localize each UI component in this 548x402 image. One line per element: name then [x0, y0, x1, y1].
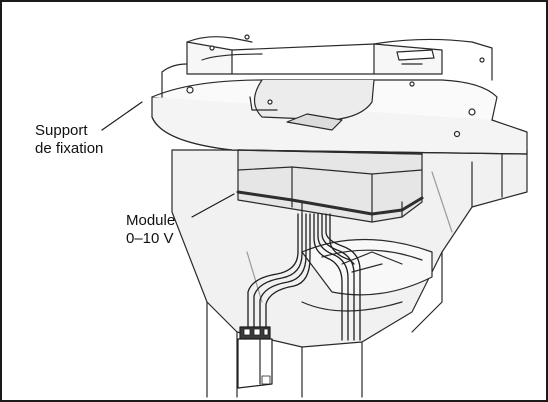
wire-bundle [247, 213, 361, 341]
module-box [236, 149, 424, 223]
mounting-bracket [151, 34, 528, 155]
wire-connector [237, 326, 273, 389]
callout-support-bracket: Support de fixation [35, 122, 103, 158]
leader-line-module [191, 193, 235, 218]
callout-support-line2: de fixation [35, 140, 104, 157]
leader-line-support [101, 101, 143, 131]
callout-module: Module 0–10 V [126, 212, 175, 248]
callout-support-line1: Support [35, 122, 88, 139]
callout-module-line2: 0–10 V [126, 230, 174, 247]
callout-module-line1: Module [126, 212, 176, 229]
lower-base [301, 238, 433, 312]
